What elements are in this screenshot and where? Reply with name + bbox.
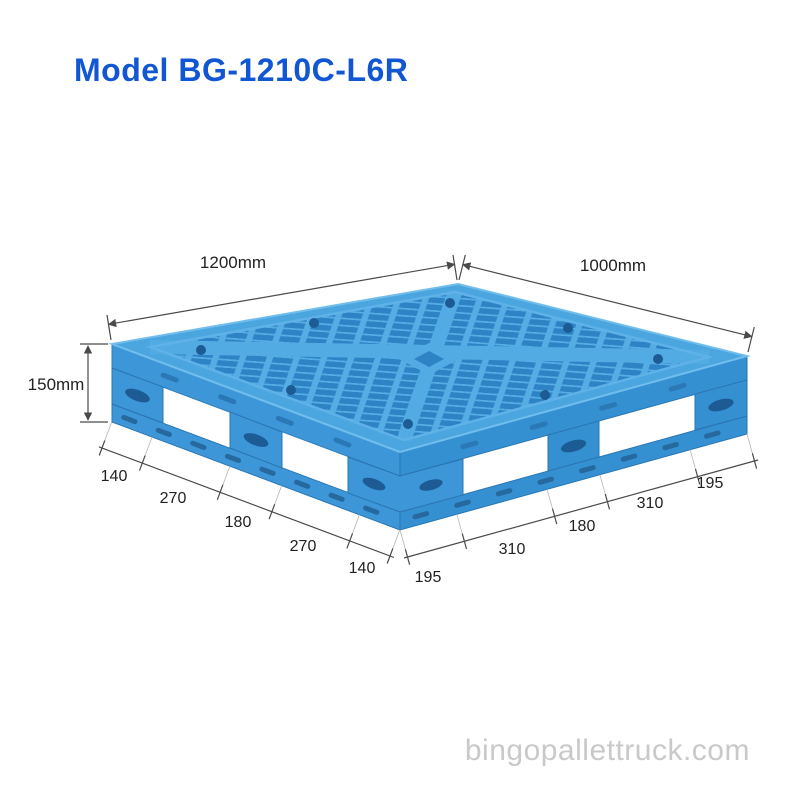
foot-fork-holes — [125, 388, 734, 491]
pallet-foot — [347, 456, 464, 513]
dim-label-right-2: 310 — [499, 541, 526, 558]
pallet-illustration — [108, 282, 751, 531]
dimension-1000: 1000mm — [458, 254, 755, 353]
dimension-bottom-left: 140 270 180 270 140 — [98, 421, 401, 577]
pallet-feet — [111, 367, 748, 513]
dim-label-left-2: 270 — [160, 490, 187, 507]
deck-center-hole — [414, 351, 444, 367]
dim-label-right-3: 180 — [569, 518, 596, 535]
dim-label-left-5: 140 — [349, 560, 376, 577]
dimension-150: 150mm — [28, 343, 108, 423]
dimension-bottom-right: 195 310 180 310 195 — [399, 433, 759, 586]
dim-label-1000: 1000mm — [580, 256, 646, 275]
watermark-text: bingopallettruck.com — [464, 734, 750, 767]
dim-label-right-1: 195 — [415, 569, 442, 586]
model-title: Model BG-1210C-L6R — [74, 52, 409, 88]
runner-vent-slots — [121, 414, 721, 520]
dim-label-left-3: 180 — [225, 514, 252, 531]
dim-label-150: 150mm — [28, 375, 85, 394]
dim-label-right-5: 195 — [697, 475, 724, 492]
dim-label-right-4: 310 — [637, 495, 664, 512]
deck-side-vent-slots — [160, 372, 687, 450]
dimension-1200: 1200mm — [106, 253, 458, 341]
dim-label-left-4: 270 — [290, 538, 317, 555]
dim-label-1200: 1200mm — [200, 253, 266, 272]
dim-label-left-1: 140 — [101, 468, 128, 485]
